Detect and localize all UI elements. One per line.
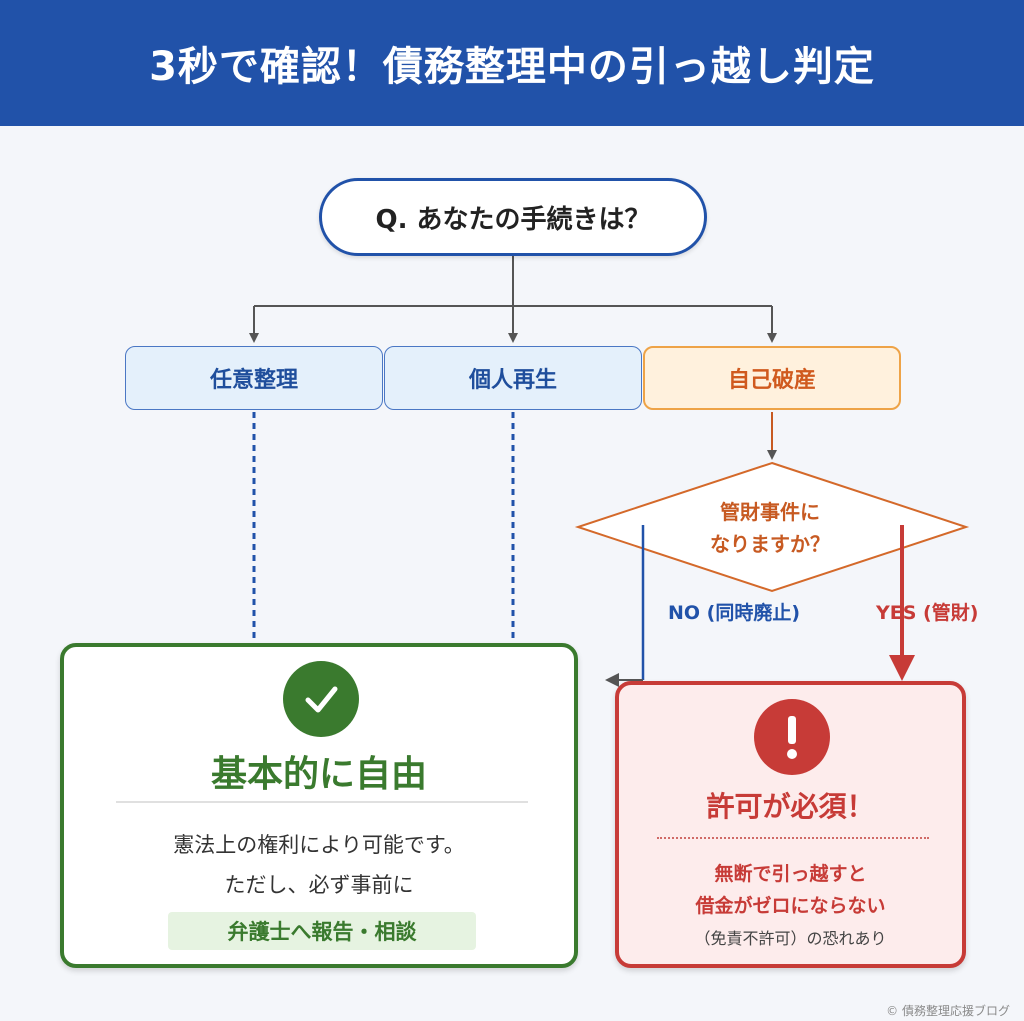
- result-permission-line-2: 借金がゼロにならない: [695, 895, 886, 917]
- divider: [116, 801, 528, 803]
- option-jiko-hasan: 自己破産: [643, 346, 901, 410]
- option-label: 任意整理: [209, 368, 298, 393]
- page-title: 3秒で確認！債務整理中の引っ越し判定: [0, 0, 1024, 126]
- option-nini-seiri: 任意整理: [125, 346, 383, 410]
- result-permission-card: 許可が必須！ 無断で引っ越すと 借金がゼロにならない （免責不許可）の恐れあり: [615, 681, 966, 968]
- decision-question: 管財事件に なりますか？: [690, 496, 850, 560]
- decision-line-2: なりますか？: [710, 532, 830, 556]
- result-free-line-2: ただし、必ず事前に: [224, 873, 414, 897]
- decision-line-1: 管財事件に: [720, 500, 820, 524]
- exclamation-icon: [754, 699, 830, 775]
- option-label: 自己破産: [727, 368, 816, 393]
- check-icon: [283, 661, 359, 737]
- lawyer-consult-badge: 弁護士へ報告・相談: [168, 912, 476, 950]
- decision-diamond: [574, 461, 970, 593]
- yes-branch-label: YES (管財): [876, 602, 979, 624]
- result-free-title: 基本的に自由: [210, 754, 427, 795]
- no-branch-label: NO (同時廃止): [668, 602, 801, 624]
- result-permission-title: 許可が必須！: [706, 790, 875, 823]
- option-label: 個人再生: [468, 368, 557, 393]
- result-permission-line-1: 無断で引っ越すと: [714, 863, 867, 885]
- footer-credit: © 債務整理応援ブログ: [886, 1004, 1010, 1018]
- option-kojin-saisei: 個人再生: [384, 346, 642, 410]
- result-free-card: 基本的に自由 憲法上の権利により可能です。 ただし、必ず事前に 弁護士へ報告・相…: [60, 643, 578, 968]
- result-permission-note: （免責不許可）の恐れあり: [694, 929, 887, 948]
- question-box: Q. あなたの手続きは？: [319, 178, 707, 256]
- question-label: Q. あなたの手続きは？: [375, 204, 651, 235]
- result-free-line-1: 憲法上の権利により可能です。: [173, 833, 465, 857]
- divider: [657, 837, 929, 839]
- badge-label: 弁護士へ報告・相談: [227, 920, 417, 944]
